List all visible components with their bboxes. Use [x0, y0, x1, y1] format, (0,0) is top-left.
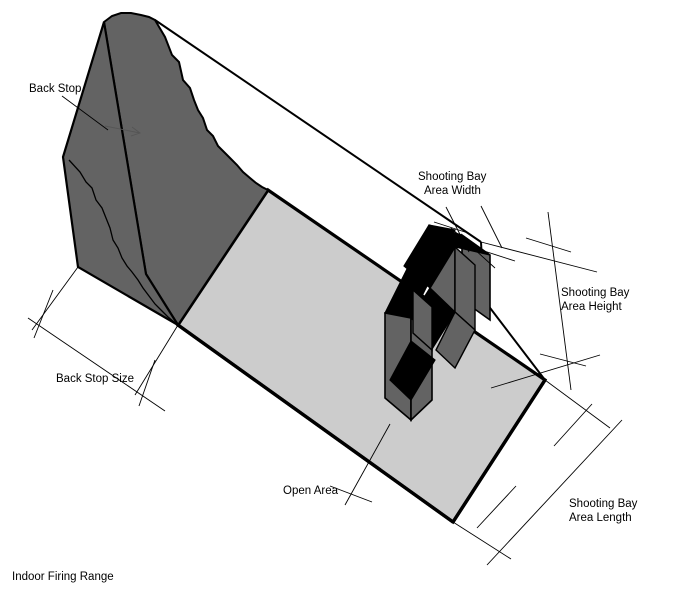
- sbh-dimension-line: [547, 211, 572, 391]
- floor-front-edges: [177, 323, 547, 524]
- sbh-tick-b: [539, 353, 587, 367]
- bss-dimension-line: [27, 317, 166, 412]
- label-back-stop: Back Stop: [29, 83, 81, 95]
- sbl-extension-a: [544, 379, 611, 429]
- label-sbl-line2: Area Length: [569, 512, 632, 524]
- back-stop-solid: [61, 12, 270, 327]
- back-stop-crack-line: [68, 159, 175, 323]
- bay-divider-middle-lower: [389, 340, 436, 401]
- label-shooting-bay-area-width: Shooting Bay Area Width: [418, 171, 487, 197]
- label-sbw-line1: Shooting Bay: [418, 171, 487, 183]
- back-stop-leader-line: [61, 95, 109, 131]
- label-sbl-line1: Shooting Bay: [569, 498, 638, 510]
- sbw-tick-b: [480, 249, 516, 262]
- sbw-dimension-line: [450, 227, 496, 269]
- sbw-extension-b: [480, 205, 503, 249]
- sbl-tick-a: [553, 403, 593, 447]
- bss-tick-a: [33, 289, 54, 339]
- label-back-stop-size: Back Stop Size: [56, 373, 134, 385]
- back-stop-size-dimension: [27, 266, 179, 412]
- floor-front-edge-left: [177, 323, 454, 524]
- sbl-extension-b: [452, 521, 512, 560]
- shooting-bay-area-height-dimension: [480, 211, 601, 391]
- bay-divider-middle-left-panel: [412, 288, 433, 352]
- label-shooting-bay-area-length: Shooting Bay Area Length: [569, 498, 638, 524]
- label-open-area: Open Area: [283, 485, 339, 497]
- bss-extension-a: [31, 266, 79, 331]
- bay-divider-right-return: [435, 310, 476, 370]
- sbw-tick-a: [433, 221, 469, 234]
- bss-tick-b: [138, 359, 156, 407]
- sbh-tick-a: [525, 237, 572, 253]
- sbh-extension-b: [490, 354, 601, 389]
- sbh-extension-a: [480, 241, 598, 273]
- open-area-leader-line: [344, 423, 391, 506]
- label-sbh-line1: Shooting Bay: [561, 287, 630, 299]
- shooting-bay-dividers: [384, 224, 491, 422]
- enclosure-top-edge: [154, 19, 482, 243]
- floor-front-edge-right: [451, 379, 547, 523]
- shooting-bay-area-width-dimension: [433, 205, 516, 269]
- sbl-dimension-line: [486, 419, 623, 566]
- bss-extension-b: [134, 324, 179, 396]
- back-stop-left-face: [61, 21, 179, 326]
- sbl-tick-b: [476, 485, 517, 529]
- open-area-leader-tick: [329, 485, 373, 503]
- back-stop-arrow-head: [130, 126, 141, 137]
- back-stop-leader: [61, 95, 109, 131]
- open-area-leader: [329, 423, 391, 506]
- label-shooting-bay-area-height: Shooting Bay Area Height: [561, 287, 630, 313]
- label-sbw-line2: Area Width: [424, 185, 481, 197]
- label-sbh-line2: Area Height: [561, 301, 623, 313]
- figure-caption: Indoor Firing Range: [12, 571, 114, 583]
- shooting-bay-area-length-dimension: [452, 379, 623, 566]
- back-stop-arrow-tip: [104, 125, 141, 134]
